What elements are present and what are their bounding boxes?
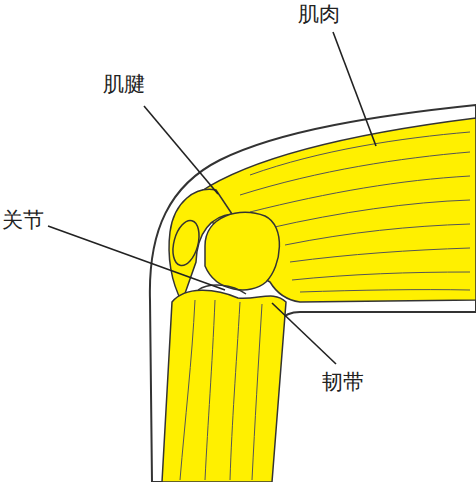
- part-label: 肌肉: [298, 2, 340, 27]
- leader-lines: [48, 32, 376, 364]
- skin-outline: [150, 105, 476, 482]
- shin-lines: [180, 300, 262, 480]
- kneecap: [168, 218, 203, 269]
- part-label: 韧带: [322, 370, 364, 395]
- part-label: 关节: [2, 208, 44, 233]
- shin: [162, 290, 286, 482]
- thigh-muscle: [200, 118, 476, 302]
- part-label: 肌腱: [103, 72, 145, 97]
- femur-condyle: [205, 212, 279, 290]
